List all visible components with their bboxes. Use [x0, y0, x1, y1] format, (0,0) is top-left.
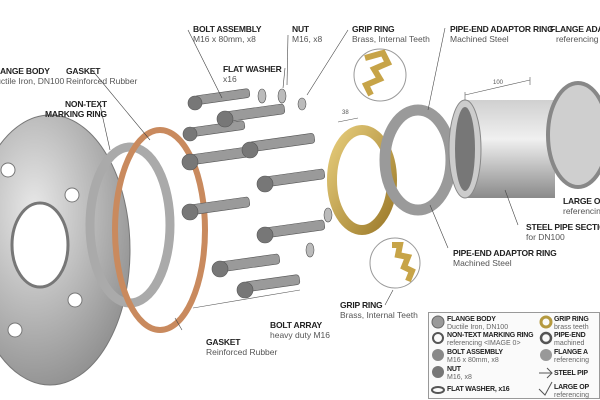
- flange-adaptor-icon: [540, 349, 552, 361]
- steel-pipe-section: [448, 99, 555, 199]
- washer-icon: [431, 386, 445, 394]
- pipe-end-icon: [539, 331, 553, 345]
- arrow-icon: [539, 367, 553, 379]
- grip-ring-icon: [539, 315, 553, 329]
- label-flange-adaptor: FLANGE ADAPTreferencing <I: [550, 24, 600, 44]
- pipe-end-adaptor-ring: [379, 104, 457, 216]
- pipe-length-dimension: 100: [493, 80, 504, 86]
- ring-icon: [432, 332, 444, 344]
- check-icon: [538, 381, 553, 396]
- bolt-icon: [432, 349, 444, 361]
- gasket: [112, 127, 208, 333]
- legend-item: STEEL PIP: [554, 370, 588, 377]
- grip-width-dimension: 38: [342, 110, 349, 116]
- flange-adaptor: [546, 81, 600, 189]
- legend-item: FLAT WASHER, x16: [447, 386, 510, 393]
- nut-icon: [432, 366, 444, 378]
- flange-icon: [431, 315, 445, 329]
- bolt-array: [181, 88, 333, 299]
- label-steel-pipe: STEEL PIPE SECTIONfor DN100: [526, 222, 600, 242]
- label-large-opening: LARGE OPEreferencing <: [563, 196, 600, 216]
